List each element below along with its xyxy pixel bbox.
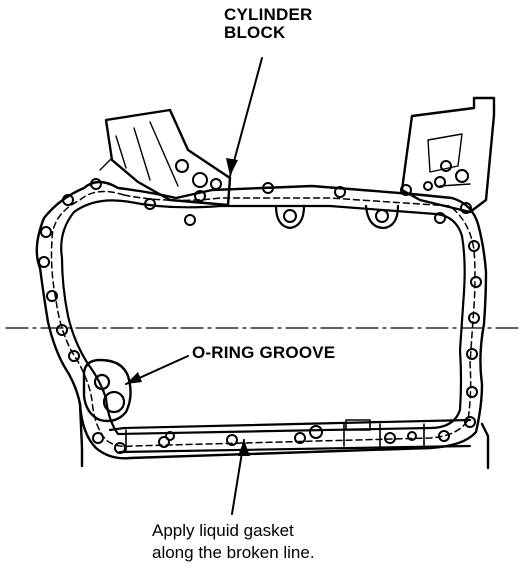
right-bracket <box>400 96 496 214</box>
lug-boss-1 <box>274 204 306 230</box>
lug-boss-2 <box>364 204 400 230</box>
liquid-gasket-note-line2: along the broken line. <box>152 542 315 562</box>
cylinder-block-arrowhead <box>226 158 238 176</box>
bottom-rail <box>108 418 472 432</box>
o-ring-groove-arrowhead <box>126 372 142 384</box>
liquid-gasket-note: Apply liquid gasket along the broken lin… <box>152 522 315 562</box>
liquid-gasket-broken-line <box>50 190 476 448</box>
lower-right-wall <box>480 422 490 470</box>
broken-line-arrowhead <box>238 440 250 456</box>
o-ring-groove-boss <box>82 358 132 423</box>
cylinder-block-label-line1: CYLINDER <box>224 5 313 24</box>
gasket-inner <box>60 199 466 436</box>
lower-left-wall <box>78 402 84 468</box>
cylinder-block-label: CYLINDER BLOCK <box>224 6 313 42</box>
cylinder-block-label-line2: BLOCK <box>224 22 286 42</box>
liquid-gasket-note-line1: Apply liquid gasket <box>152 521 294 540</box>
gasket-outer <box>35 180 488 460</box>
bolt-holes <box>38 159 482 454</box>
o-ring-groove-label: O-RING GROOVE <box>192 343 336 362</box>
cylinder-block-leader <box>229 57 263 177</box>
